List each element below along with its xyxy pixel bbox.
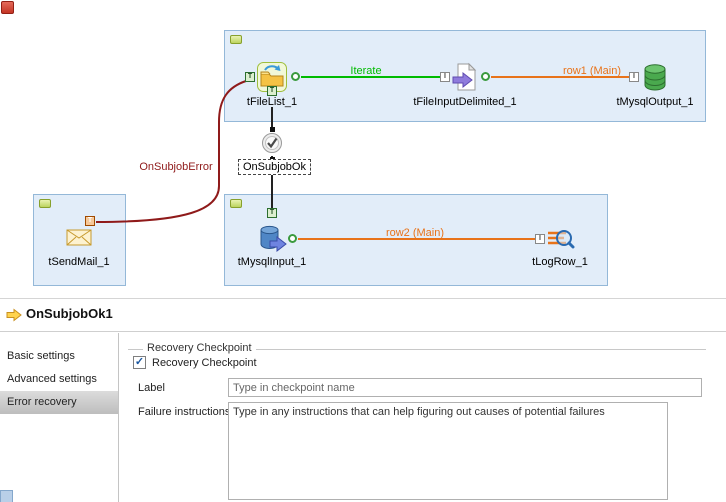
- check-icon: ✓: [135, 356, 144, 368]
- checkpoint-label-input[interactable]: [228, 378, 702, 397]
- trigger-connector-icon[interactable]: T: [85, 216, 95, 226]
- failure-instructions-field-name: Failure instructions: [138, 406, 230, 418]
- component-label[interactable]: tLogRow_1: [515, 256, 605, 268]
- log-magnifier-icon: [545, 224, 575, 254]
- component-label[interactable]: tSendMail_1: [34, 256, 124, 268]
- row1-link-label[interactable]: row1 (Main): [556, 65, 628, 77]
- input-connector-icon[interactable]: I: [535, 234, 545, 244]
- component-properties-view: OnSubjobOk1 Basic settings Advanced sett…: [0, 298, 726, 502]
- tab-advanced-settings[interactable]: Advanced settings: [0, 368, 118, 391]
- properties-tab-list: Basic settings Advanced settings Error r…: [0, 345, 118, 414]
- iterate-link-label[interactable]: Iterate: [336, 65, 396, 77]
- trigger-connector-icon[interactable]: T: [245, 72, 255, 82]
- connection-lines: [0, 0, 726, 298]
- delimited-file-icon: [450, 62, 480, 92]
- output-connector-icon[interactable]: [481, 72, 490, 81]
- yellow-arrow-icon: [6, 308, 22, 322]
- job-design-canvas[interactable]: tFileList_1 tFileInputDelimited_1 tMysql…: [0, 0, 726, 298]
- input-connector-icon[interactable]: I: [440, 72, 450, 82]
- output-connector-icon[interactable]: [288, 234, 297, 243]
- recovery-checkpoint-row: ✓ Recovery Checkpoint: [133, 356, 257, 369]
- component-tmysqlinput[interactable]: [257, 224, 287, 254]
- component-label[interactable]: tMysqlInput_1: [227, 256, 317, 268]
- component-tmysqloutput[interactable]: [640, 62, 670, 92]
- input-connector-icon[interactable]: I: [629, 72, 639, 82]
- blue-database-input-icon: [257, 224, 287, 254]
- group-legend: Recovery Checkpoint: [143, 342, 256, 354]
- green-database-icon: [640, 62, 670, 92]
- trigger-connector-icon[interactable]: T: [267, 86, 277, 96]
- trigger-connector-icon[interactable]: T: [267, 208, 277, 218]
- onsubjobok-checkmark-icon[interactable]: [261, 132, 283, 154]
- component-label[interactable]: tFileList_1: [227, 96, 317, 108]
- properties-title: OnSubjobOk1: [26, 306, 113, 321]
- onsubjoberror-link[interactable]: [96, 81, 246, 222]
- tab-basic-settings[interactable]: Basic settings: [0, 345, 118, 368]
- failure-instructions-textarea[interactable]: Type in any instructions that can help f…: [228, 402, 668, 500]
- label-field-name: Label: [138, 382, 165, 394]
- onsubjobok-link-label[interactable]: OnSubjobOk: [238, 159, 311, 175]
- checkbox-label: Recovery Checkpoint: [152, 357, 257, 369]
- selection-handle[interactable]: [270, 127, 275, 132]
- component-label[interactable]: tMysqlOutput_1: [605, 96, 705, 108]
- view-corner-badge: [0, 490, 13, 502]
- component-label[interactable]: tFileInputDelimited_1: [405, 96, 525, 108]
- panel-divider: [118, 333, 119, 502]
- recovery-checkpoint-checkbox[interactable]: ✓: [133, 356, 146, 369]
- component-tfileinputdelimited[interactable]: [450, 62, 480, 92]
- component-tlogrow[interactable]: [545, 224, 575, 254]
- envelope-icon: [64, 222, 94, 252]
- properties-header: OnSubjobOk1: [0, 299, 726, 332]
- row2-link-label[interactable]: row2 (Main): [375, 227, 455, 239]
- tab-error-recovery[interactable]: Error recovery: [0, 391, 118, 414]
- onsubjoberror-link-label[interactable]: OnSubjobError: [133, 161, 219, 173]
- component-tsendmail[interactable]: [64, 222, 94, 252]
- output-connector-icon[interactable]: [291, 72, 300, 81]
